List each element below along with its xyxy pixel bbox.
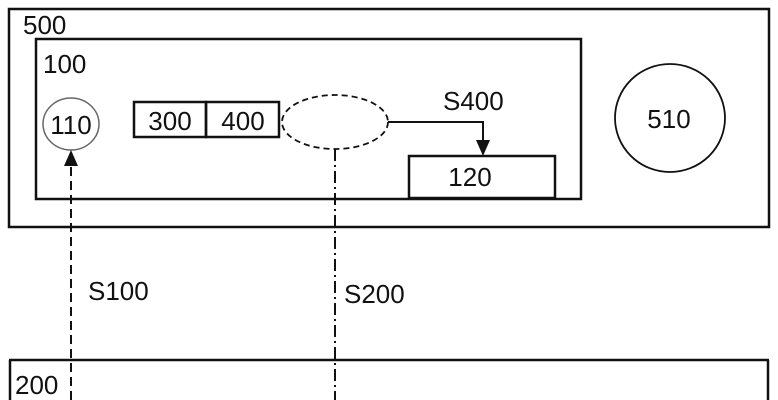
line-s200-label: S200 — [344, 279, 405, 309]
box-200-label: 200 — [15, 370, 58, 400]
box-500-label: 500 — [23, 10, 66, 40]
arrow-s400-line — [388, 121, 484, 142]
circle-510-label: 510 — [647, 104, 690, 134]
box-120 — [407, 154, 557, 200]
box-400-label: 400 — [221, 106, 264, 136]
dashed-ellipse — [281, 94, 389, 150]
circle-510 — [614, 63, 726, 173]
box-300-label: 300 — [148, 106, 191, 136]
arrow-s100-head — [64, 150, 78, 166]
box-120-label: 120 — [448, 162, 491, 192]
arrow-s100-label: S100 — [88, 276, 149, 306]
box-100-label: 100 — [43, 49, 86, 79]
box-500 — [7, 7, 771, 229]
box-400 — [204, 100, 281, 139]
arrow-s400-head — [476, 140, 490, 156]
box-100 — [34, 37, 583, 201]
arrow-s400-label: S400 — [443, 86, 504, 116]
circle-110-label: 110 — [50, 110, 91, 140]
